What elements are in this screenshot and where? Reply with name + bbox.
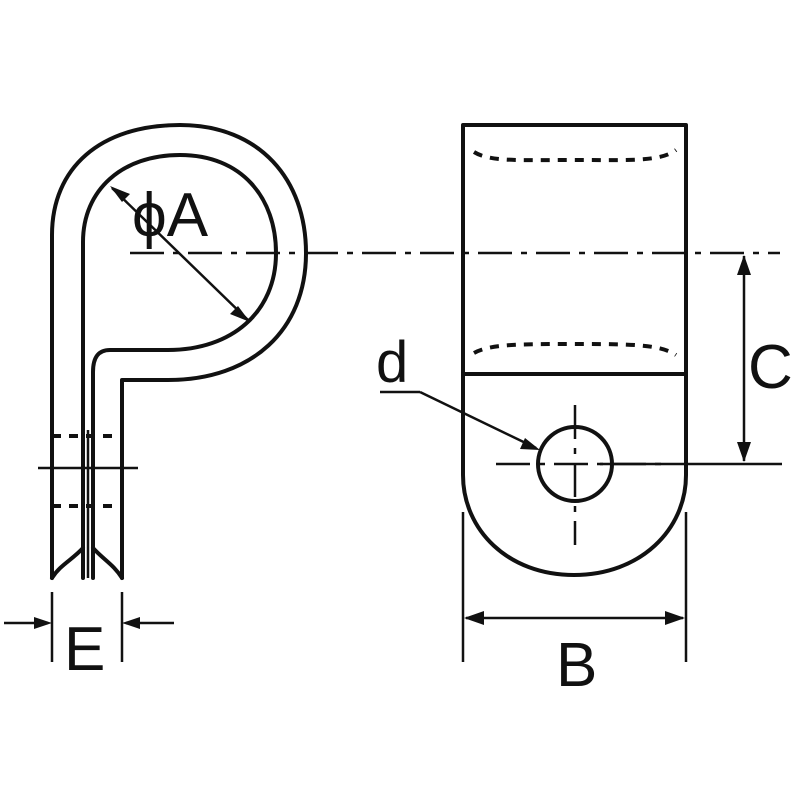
side-view: ϕA E <box>4 123 308 684</box>
offset-arrow-top <box>737 255 751 275</box>
offset-label: C <box>748 333 793 402</box>
thickness-arrow-right <box>122 617 140 629</box>
diameter-leader-line <box>111 187 249 321</box>
thickness-arrow-left <box>34 617 52 629</box>
hole-leader-line <box>419 390 537 450</box>
thickness-label: E <box>64 615 105 684</box>
band-hidden-edge-top <box>472 148 678 163</box>
tail-flare-left <box>50 546 85 580</box>
width-arrow-right <box>665 611 685 625</box>
offset-arrow-bottom <box>737 442 751 462</box>
diameter-arrow-head-lower <box>230 306 250 322</box>
hole-label: d <box>376 330 408 395</box>
tail-flare-right <box>91 546 124 580</box>
loop-outer-profile <box>50 123 308 580</box>
front-view: d B C <box>376 123 793 700</box>
diameter-label: ϕA <box>132 181 209 250</box>
hole-leader-arrow <box>520 438 540 450</box>
loop-inner-profile <box>81 153 278 580</box>
width-label: B <box>556 631 597 700</box>
band-hidden-edge-bottom <box>473 342 678 357</box>
body-outline <box>461 123 688 577</box>
width-arrow-left <box>464 611 484 625</box>
diameter-arrow-head-upper <box>110 186 130 202</box>
